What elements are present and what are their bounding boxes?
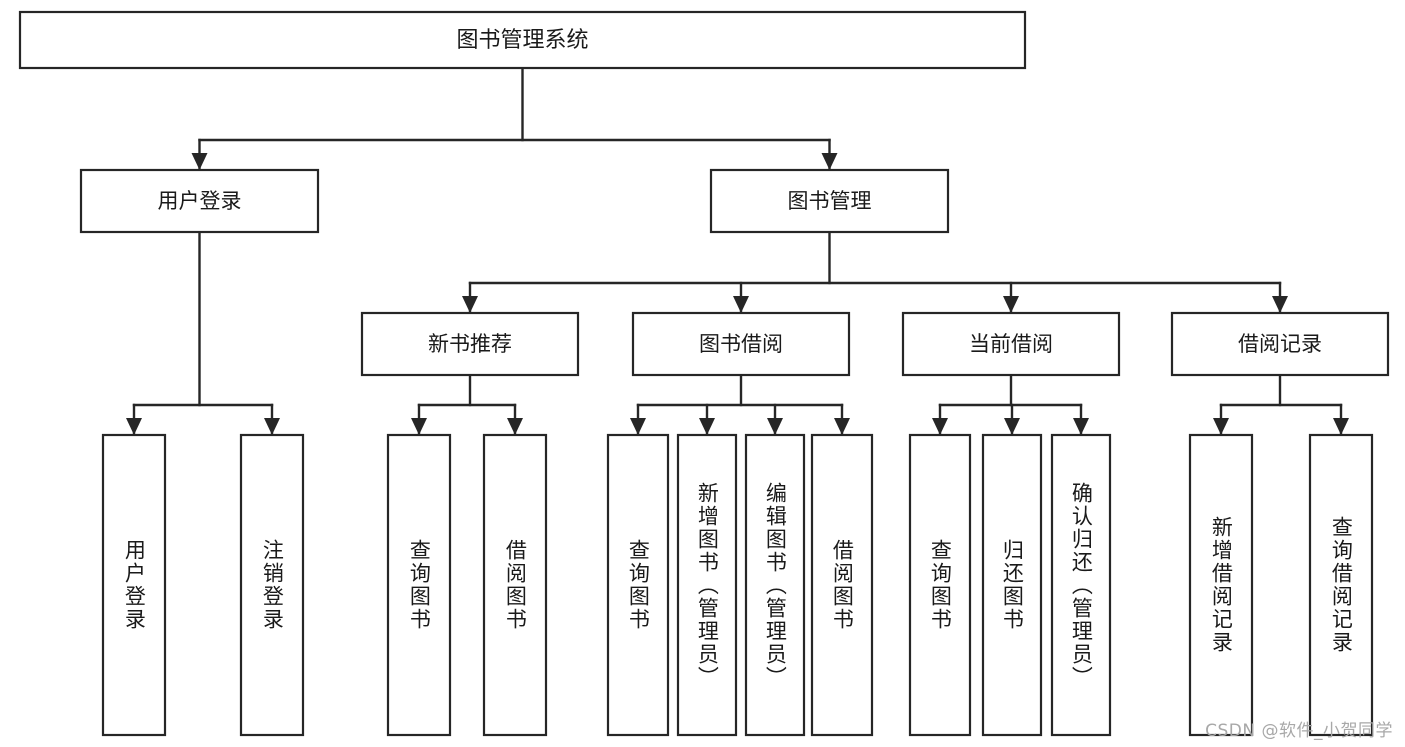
arrow-icon-leaf-borrow-book-new [507, 418, 523, 435]
arrow-icon-leaf-query-borrow-record [1333, 418, 1349, 435]
arrow-icon-leaf-user-login [126, 418, 142, 435]
arrow-icon-leaf-query-book-current [932, 418, 948, 435]
arrow-icon-leaf-return-book [1004, 418, 1020, 435]
arrow-icon-leaf-borrow-book [834, 418, 850, 435]
node-box-user-login[interactable] [79, 168, 320, 234]
node-box-root[interactable] [18, 10, 1027, 70]
node-box-leaf-query-borrow-record[interactable] [1308, 433, 1374, 737]
watermark-text: CSDN @软件_小贺同学 [1205, 721, 1393, 741]
node-box-leaf-user-logout[interactable] [239, 433, 305, 737]
arrow-icon-book-management [821, 153, 838, 170]
arrow-icon-user-login [191, 153, 208, 170]
node-box-leaf-edit-book-admin[interactable] [744, 433, 806, 737]
node-box-leaf-borrow-book[interactable] [810, 433, 874, 737]
node-label-new-book-recommend: 新书推荐 [428, 332, 512, 356]
node-label-root: 图书管理系统 [456, 28, 588, 53]
node-box-leaf-return-book[interactable] [981, 433, 1043, 737]
node-box-new-book-recommend[interactable] [360, 311, 580, 377]
arrow-icon-leaf-edit-book-admin [767, 418, 783, 435]
node-box-current-borrow[interactable] [901, 311, 1121, 377]
arrow-icon-borrow-record [1272, 296, 1288, 313]
node-box-leaf-confirm-return-admin[interactable] [1050, 433, 1112, 737]
node-box-leaf-query-book-borrow[interactable] [606, 433, 670, 737]
node-box-leaf-borrow-book-new[interactable] [482, 433, 548, 737]
node-box-book-borrow[interactable] [631, 311, 851, 377]
arrow-icon-leaf-add-book-admin [699, 418, 715, 435]
arrow-icon-leaf-confirm-return-admin [1073, 418, 1089, 435]
node-box-leaf-add-book-admin[interactable] [676, 433, 738, 737]
node-box-leaf-user-login[interactable] [101, 433, 167, 737]
node-box-leaf-add-borrow-record[interactable] [1188, 433, 1254, 737]
node-box-leaf-query-book-new[interactable] [386, 433, 452, 737]
arrow-icon-leaf-add-borrow-record [1213, 418, 1229, 435]
arrow-icon-leaf-query-book-borrow [630, 418, 646, 435]
arrow-icon-new-book-recommend [462, 296, 478, 313]
node-label-borrow-record: 借阅记录 [1238, 332, 1322, 356]
arrow-icon-book-borrow [733, 296, 749, 313]
connector-layer [126, 66, 1349, 437]
box-layer [18, 10, 1390, 737]
arrow-icon-current-borrow [1003, 296, 1019, 313]
node-box-book-management[interactable] [709, 168, 950, 234]
arrow-icon-leaf-query-book-new [411, 418, 427, 435]
node-label-current-borrow: 当前借阅 [969, 332, 1053, 356]
node-box-leaf-query-book-current[interactable] [908, 433, 972, 737]
arrow-icon-leaf-user-logout [264, 418, 280, 435]
node-label-user-login: 用户登录 [158, 189, 242, 213]
node-label-book-management: 图书管理 [788, 189, 872, 213]
node-box-borrow-record[interactable] [1170, 311, 1390, 377]
node-label-book-borrow: 图书借阅 [699, 332, 783, 356]
